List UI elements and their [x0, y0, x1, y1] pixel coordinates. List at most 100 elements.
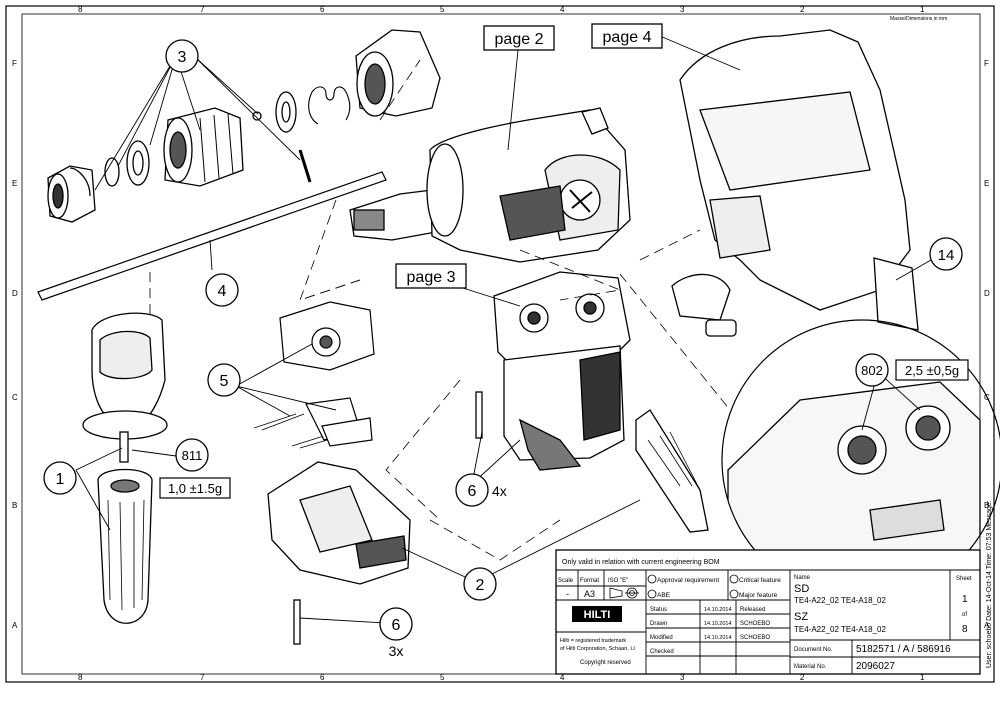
material-label: Material No.	[794, 664, 827, 670]
abe-label: ABE	[657, 592, 671, 599]
major-feature-icon	[729, 589, 739, 599]
callout-6-upper: 6 4x	[455, 473, 507, 507]
callout-4: 4	[205, 273, 239, 307]
callout-5-number: 5	[220, 373, 229, 390]
callout-1: 1	[43, 461, 77, 495]
left-mark-D: D	[12, 289, 18, 298]
format-label: Format	[580, 578, 599, 584]
housing-illustration	[671, 29, 919, 337]
row-drawn-date: 14.10.2014	[704, 621, 732, 627]
of-label: of	[962, 612, 967, 618]
callout-811-number: 811	[182, 448, 203, 463]
plot-stamp-text: User: schoebo Date: 14-Oct-14 Time: 07:5…	[986, 500, 993, 668]
right-mark-B: B	[984, 501, 989, 510]
callout-3: 3	[165, 39, 199, 73]
side-handle-illustration	[82, 312, 168, 624]
right-mark-E: E	[984, 179, 989, 188]
page-ref-4-label: page 4	[603, 29, 652, 46]
scale-label: Scale	[558, 578, 574, 584]
callout-14: 14	[929, 237, 963, 271]
format-value: A3	[584, 589, 595, 599]
callout-6-lower-number: 6	[392, 617, 401, 634]
top-mark-1: 1	[920, 5, 925, 14]
drawing-frame	[5, 5, 995, 683]
top-mark-6: 6	[320, 5, 325, 14]
bottom-mark-6: 6	[320, 673, 325, 682]
bottom-mark-2: 2	[800, 673, 805, 682]
page-ref-3[interactable]: page 3	[395, 263, 467, 289]
torque-811-value: 1,0 ±1.5g	[168, 481, 222, 496]
row-modified-value: SCHOEBO	[740, 635, 770, 641]
motor-housing-illustration	[475, 271, 631, 471]
bottom-mark-3: 3	[680, 673, 685, 682]
page-ref-2[interactable]: page 2	[483, 25, 555, 51]
name-line-1: SD	[794, 583, 809, 595]
right-mark-F: F	[984, 59, 989, 68]
bottom-mark-4: 4	[560, 673, 565, 682]
top-mark-4: 4	[560, 5, 565, 14]
switch-illustration	[635, 409, 709, 533]
row-status-value: Released	[740, 607, 765, 613]
sheet-total: 8	[962, 624, 968, 635]
left-mark-E: E	[12, 179, 17, 188]
sheet-value: 1	[962, 594, 968, 605]
iso-label: ISO "E"	[608, 578, 628, 584]
hilti-logo: HILTI	[572, 606, 622, 622]
hilti-logo-text: HILTI	[584, 609, 611, 621]
row-status-label: Status	[650, 607, 667, 613]
row-drawn-label: Drawn	[650, 621, 667, 627]
document-value: 5182571 / A / 586916	[856, 644, 951, 655]
sheet-label: Sheet	[956, 576, 972, 582]
approval-requirement: Approval requirement	[657, 577, 719, 584]
quantity-6-upper: 4x	[492, 483, 507, 499]
copyright: Copyright reserved	[580, 660, 631, 666]
callout-4-number: 4	[218, 283, 227, 300]
top-mark-2: 2	[800, 5, 805, 14]
callout-811: 811	[175, 438, 209, 472]
gearbox-illustration	[349, 107, 631, 263]
validity-note: Only valid in relation with current engi…	[562, 559, 720, 566]
bottom-mark-1: 1	[920, 673, 925, 682]
bottom-mark-7: 7	[200, 673, 205, 682]
name-line-4: TE4-A22_02 TE4-A18_02	[794, 625, 886, 634]
torque-811: 1,0 ±1.5g	[159, 477, 231, 499]
quantity-6-lower: 3x	[389, 643, 404, 659]
name-label: Name	[794, 575, 811, 581]
callout-2: 2	[463, 567, 497, 601]
row-modified-date: 14.10.2014	[704, 635, 732, 641]
callout-6-upper-number: 6	[468, 483, 477, 500]
trademark-line-2: of Hilti Corporation, Schaan, LI	[560, 646, 635, 652]
right-mark-D: D	[984, 289, 990, 298]
page-ref-4[interactable]: page 4	[591, 23, 663, 49]
bottom-mark-5: 5	[440, 673, 445, 682]
callout-5: 5	[207, 363, 241, 397]
page-ref-3-label: page 3	[407, 269, 456, 286]
top-mark-7: 7	[200, 5, 205, 14]
top-mark-3: 3	[680, 5, 685, 14]
callout-802: 802	[855, 353, 889, 387]
page-ref-2-label: page 2	[495, 31, 544, 48]
major-feature: Major feature	[739, 592, 778, 599]
dimensions-note: Masse/Dimensions in mm	[890, 16, 947, 22]
material-value: 2096027	[856, 661, 895, 672]
chuck-parts-illustration	[47, 29, 441, 223]
document-label: Document No.	[794, 647, 833, 653]
abe-symbol-icon	[647, 589, 657, 599]
callout-802-number: 802	[861, 363, 883, 378]
callout-2-number: 2	[476, 577, 485, 594]
brush-holder-illustration	[253, 301, 375, 449]
right-mark-A: A	[984, 621, 990, 630]
critical-feature: Critical feature	[739, 577, 781, 584]
torque-802: 2,5 ±0,5g	[895, 359, 969, 381]
trademark-line-1: Hilti = registered trademark	[560, 638, 626, 644]
left-grid-marks: F E D C B A	[12, 59, 18, 630]
approval-symbol-icon	[647, 574, 657, 584]
callout-1-number: 1	[56, 471, 65, 488]
row-modified-label: Modified	[650, 635, 673, 641]
torque-802-value: 2,5 ±0,5g	[905, 363, 959, 378]
rod-illustration	[37, 171, 387, 301]
left-mark-A: A	[12, 621, 18, 630]
bottom-mark-8: 8	[78, 673, 83, 682]
scale-value: -	[566, 589, 569, 599]
